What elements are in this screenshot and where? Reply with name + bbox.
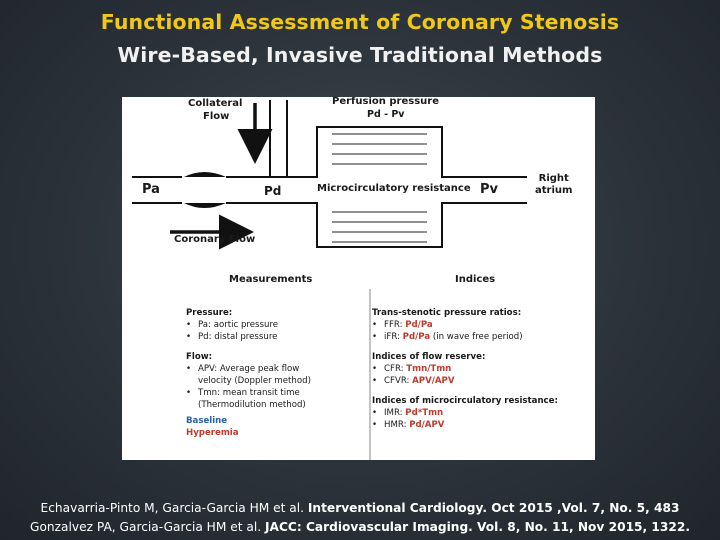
microcirculatory-resistance-label: Microcirculatory resistance: [317, 183, 471, 194]
perfusion-formula: Pd - Pv: [367, 109, 405, 120]
slide-title-line2: Wire-Based, Invasive Traditional Methods: [117, 43, 603, 67]
indices-heading: Indices: [455, 274, 496, 285]
pa-label: Pa: [142, 182, 160, 197]
stenosis-top: [184, 172, 226, 177]
circulation-schematic: [132, 100, 527, 460]
citation-line2: Gonzalvez PA, Garcia-Garcia HM et al. JA…: [30, 520, 690, 534]
measurements-heading: Measurements: [229, 274, 313, 285]
indices-list: Trans-stenotic pressure ratios: FFR: Pd/…: [372, 307, 594, 431]
measurements-list: Pressure: Pa: aortic pressure Pd: distal…: [186, 307, 368, 439]
pv-label: Pv: [480, 182, 499, 197]
coronary-flow-label: Coronary Flow: [174, 234, 256, 245]
citation-line1: Echavarria-Pinto M, Garcia-Garcia HM et …: [40, 501, 680, 515]
perfusion-label: Perfusion pressure: [332, 97, 439, 107]
microcirculation-lines: [332, 133, 427, 243]
stenosis-bottom: [184, 203, 226, 208]
hyperemia-legend: Hyperemia: [186, 428, 239, 438]
slide-title-line1: Functional Assessment of Coronary Stenos…: [100, 10, 620, 34]
baseline-legend: Baseline: [186, 416, 228, 426]
vessel-lower-wall: [270, 202, 527, 248]
pd-label: Pd: [264, 184, 282, 198]
